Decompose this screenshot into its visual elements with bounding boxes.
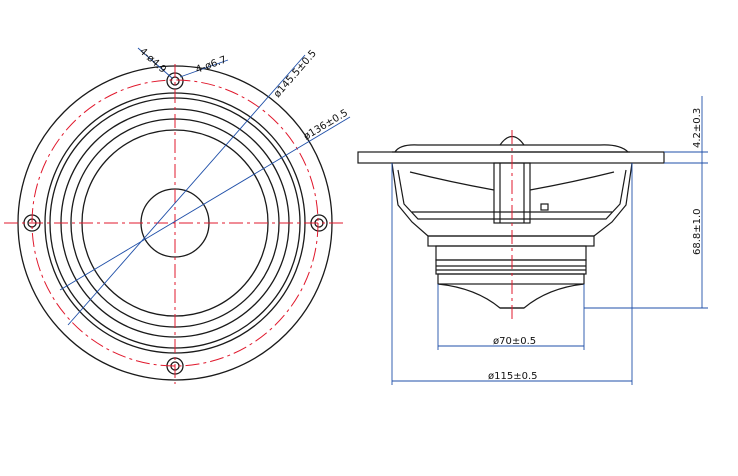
- bottom-plate: [437, 273, 585, 285]
- cone-profile-left: [409, 171, 495, 191]
- side-view: [357, 135, 665, 309]
- mounting-flange: [357, 151, 665, 164]
- terminal-tab: [540, 203, 549, 211]
- side-depth-label: 68.8±1.0: [692, 208, 703, 255]
- magnet-lower: [435, 259, 587, 275]
- bolt-circle: [31, 79, 319, 367]
- leader-hole-large: [179, 59, 229, 78]
- side-flange-thickness-label: 4.2±0.3: [692, 108, 703, 148]
- cone-profile-right: [529, 171, 615, 191]
- front-hole-small-label: 4-ø4.9: [137, 46, 168, 76]
- magnet-upper: [435, 245, 587, 261]
- front-hole-large-label: 4-ø6.7: [194, 55, 228, 76]
- leader-outer-diameter: [67, 54, 306, 326]
- leader-hole-small: [137, 47, 173, 79]
- side-magnet-diameter-label: ø70±0.5: [493, 336, 536, 347]
- front-hole-circle-label: ø136±0.5: [302, 108, 350, 143]
- front-centerlines: [4, 64, 345, 384]
- surround-roll: [394, 144, 629, 153]
- top-plate: [427, 235, 595, 247]
- side-dimension-lines: [391, 96, 708, 385]
- front-dimension-lines: [59, 47, 351, 326]
- leader-hole-circle: [59, 116, 351, 291]
- front-outer-diameter-label: ø145.5±0.5: [272, 48, 319, 100]
- back-plate-profile: [437, 283, 585, 309]
- side-basket-diameter-label: ø115±0.5: [488, 371, 538, 382]
